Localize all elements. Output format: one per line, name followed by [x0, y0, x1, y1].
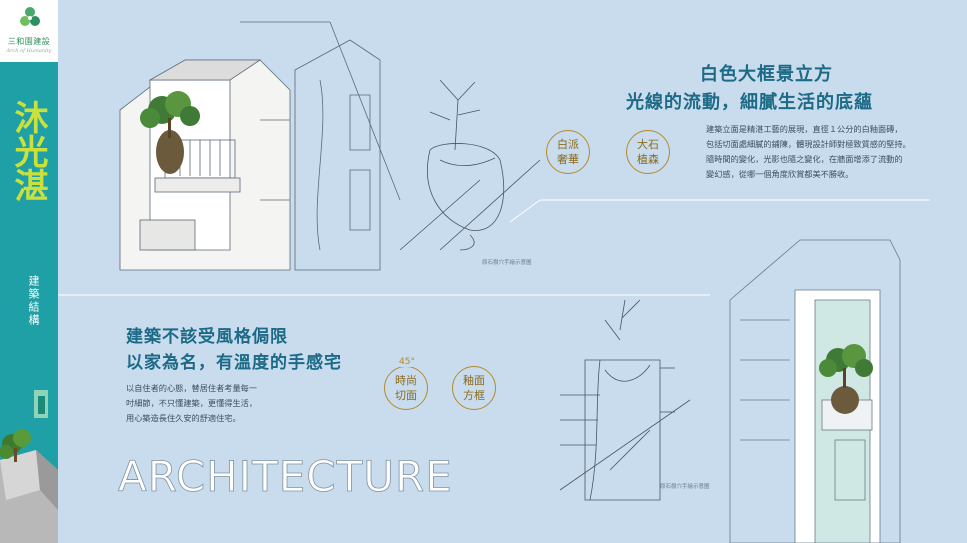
bottom-heading-line-2: 以家為名，有溫度的手感宅	[126, 353, 342, 373]
section-label: 建築結構	[27, 275, 40, 327]
top-description-line: 包括切面處細膩的鋪陳，體現設計師對極致質感的堅持。	[706, 139, 911, 149]
project-title: 沐光湛	[8, 100, 48, 202]
rock-tree-illustration	[0, 390, 58, 543]
feature-badge-glazed-frame: 釉面 方框	[452, 366, 496, 410]
top-heading-line-1: 白色大框景立方	[700, 64, 833, 85]
brand-tagline: Arch of Humanity	[6, 48, 52, 54]
brand-logo: 三和園建設 Arch of Humanity	[0, 0, 58, 62]
badge-line: 時尚	[395, 374, 417, 387]
feature-badge-white-luxury: 白派 奢華	[546, 130, 590, 174]
feature-badge-rock-forest: 大石 植森	[626, 130, 670, 174]
bottom-description-line: 以自住者的心態，替居住者考量每一	[126, 383, 258, 393]
sketch-caption-bottom: 原石樹穴手繪示意圖	[660, 484, 710, 490]
divider-line	[509, 199, 541, 223]
architecture-watermark: ARCHITECTURE	[118, 452, 453, 502]
trefoil-logo-icon	[20, 7, 40, 26]
tree-on-balcony-bottom	[819, 344, 873, 414]
top-description: 建築立面是精湛工藝的展現，直徑１公分的白釉面磚， 包括切面處細膩的鋪陳，體現設計…	[706, 122, 911, 182]
bottom-description: 以自住者的心態，替居住者考量每一 吋細節，不只懂建築，更懂得生活， 用心築造長住…	[126, 381, 257, 426]
bottom-description-line: 吋細節，不只懂建築，更懂得生活，	[126, 398, 258, 408]
top-description-line: 隨時間的變化，光影也隨之變化，在牆面增添了流動的	[706, 154, 903, 164]
building-render-bottom	[729, 239, 901, 543]
badge-line: 方框	[463, 389, 485, 402]
top-description-line: 建築立面是精湛工藝的展現，直徑１公分的白釉面磚，	[706, 124, 903, 134]
brand-name: 三和園建設	[7, 37, 51, 46]
sidebar: 三和園建設 Arch of Humanity 沐光湛 建築結構	[0, 0, 58, 543]
badge-line: 大石	[637, 138, 659, 151]
section-sketch-bottom	[559, 299, 691, 501]
badge-line: 白派	[557, 138, 579, 151]
top-heading-line-2: 光線的流動，細膩生活的底蘊	[626, 92, 873, 113]
rock-pot-sketch-top	[399, 79, 541, 251]
bottom-description-line: 用心築造長住久安的舒適住宅。	[126, 413, 241, 423]
sketch-caption-top: 原石樹穴手繪示意圖	[482, 260, 532, 266]
bottom-heading-line-1: 建築不該受風格侷限	[126, 327, 288, 347]
badge-angle-label: 45°	[398, 357, 416, 367]
tree-on-balcony-top	[140, 91, 200, 174]
badge-line: 切面	[395, 389, 417, 402]
top-description-line: 變幻感，從哪一個角度欣賞都美不勝收。	[706, 169, 854, 179]
badge-line: 植森	[637, 153, 659, 166]
feature-badge-stylish-cut: 時尚 切面	[384, 366, 428, 410]
badge-line: 奢華	[557, 153, 579, 166]
badge-line: 釉面	[463, 374, 485, 387]
